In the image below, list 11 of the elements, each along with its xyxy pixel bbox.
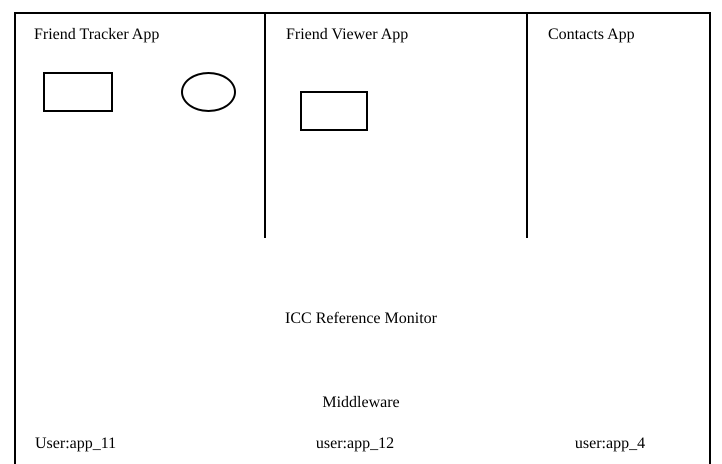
rectangle-shape bbox=[300, 91, 368, 131]
ellipse-shape bbox=[181, 72, 236, 112]
rectangle-shape bbox=[43, 72, 113, 112]
user-id-label: User:app_11 bbox=[35, 435, 116, 453]
user-id-label: user:app_4 bbox=[574, 435, 646, 453]
column-heading: Friend Viewer App bbox=[286, 26, 408, 44]
component-label: ICC Reference Monitor bbox=[285, 310, 437, 328]
column-heading: Friend Tracker App bbox=[34, 26, 160, 44]
user-id-label: user:app_12 bbox=[316, 435, 394, 453]
layer-label: Middleware bbox=[322, 394, 400, 412]
column-heading: Contacts App bbox=[548, 26, 635, 44]
